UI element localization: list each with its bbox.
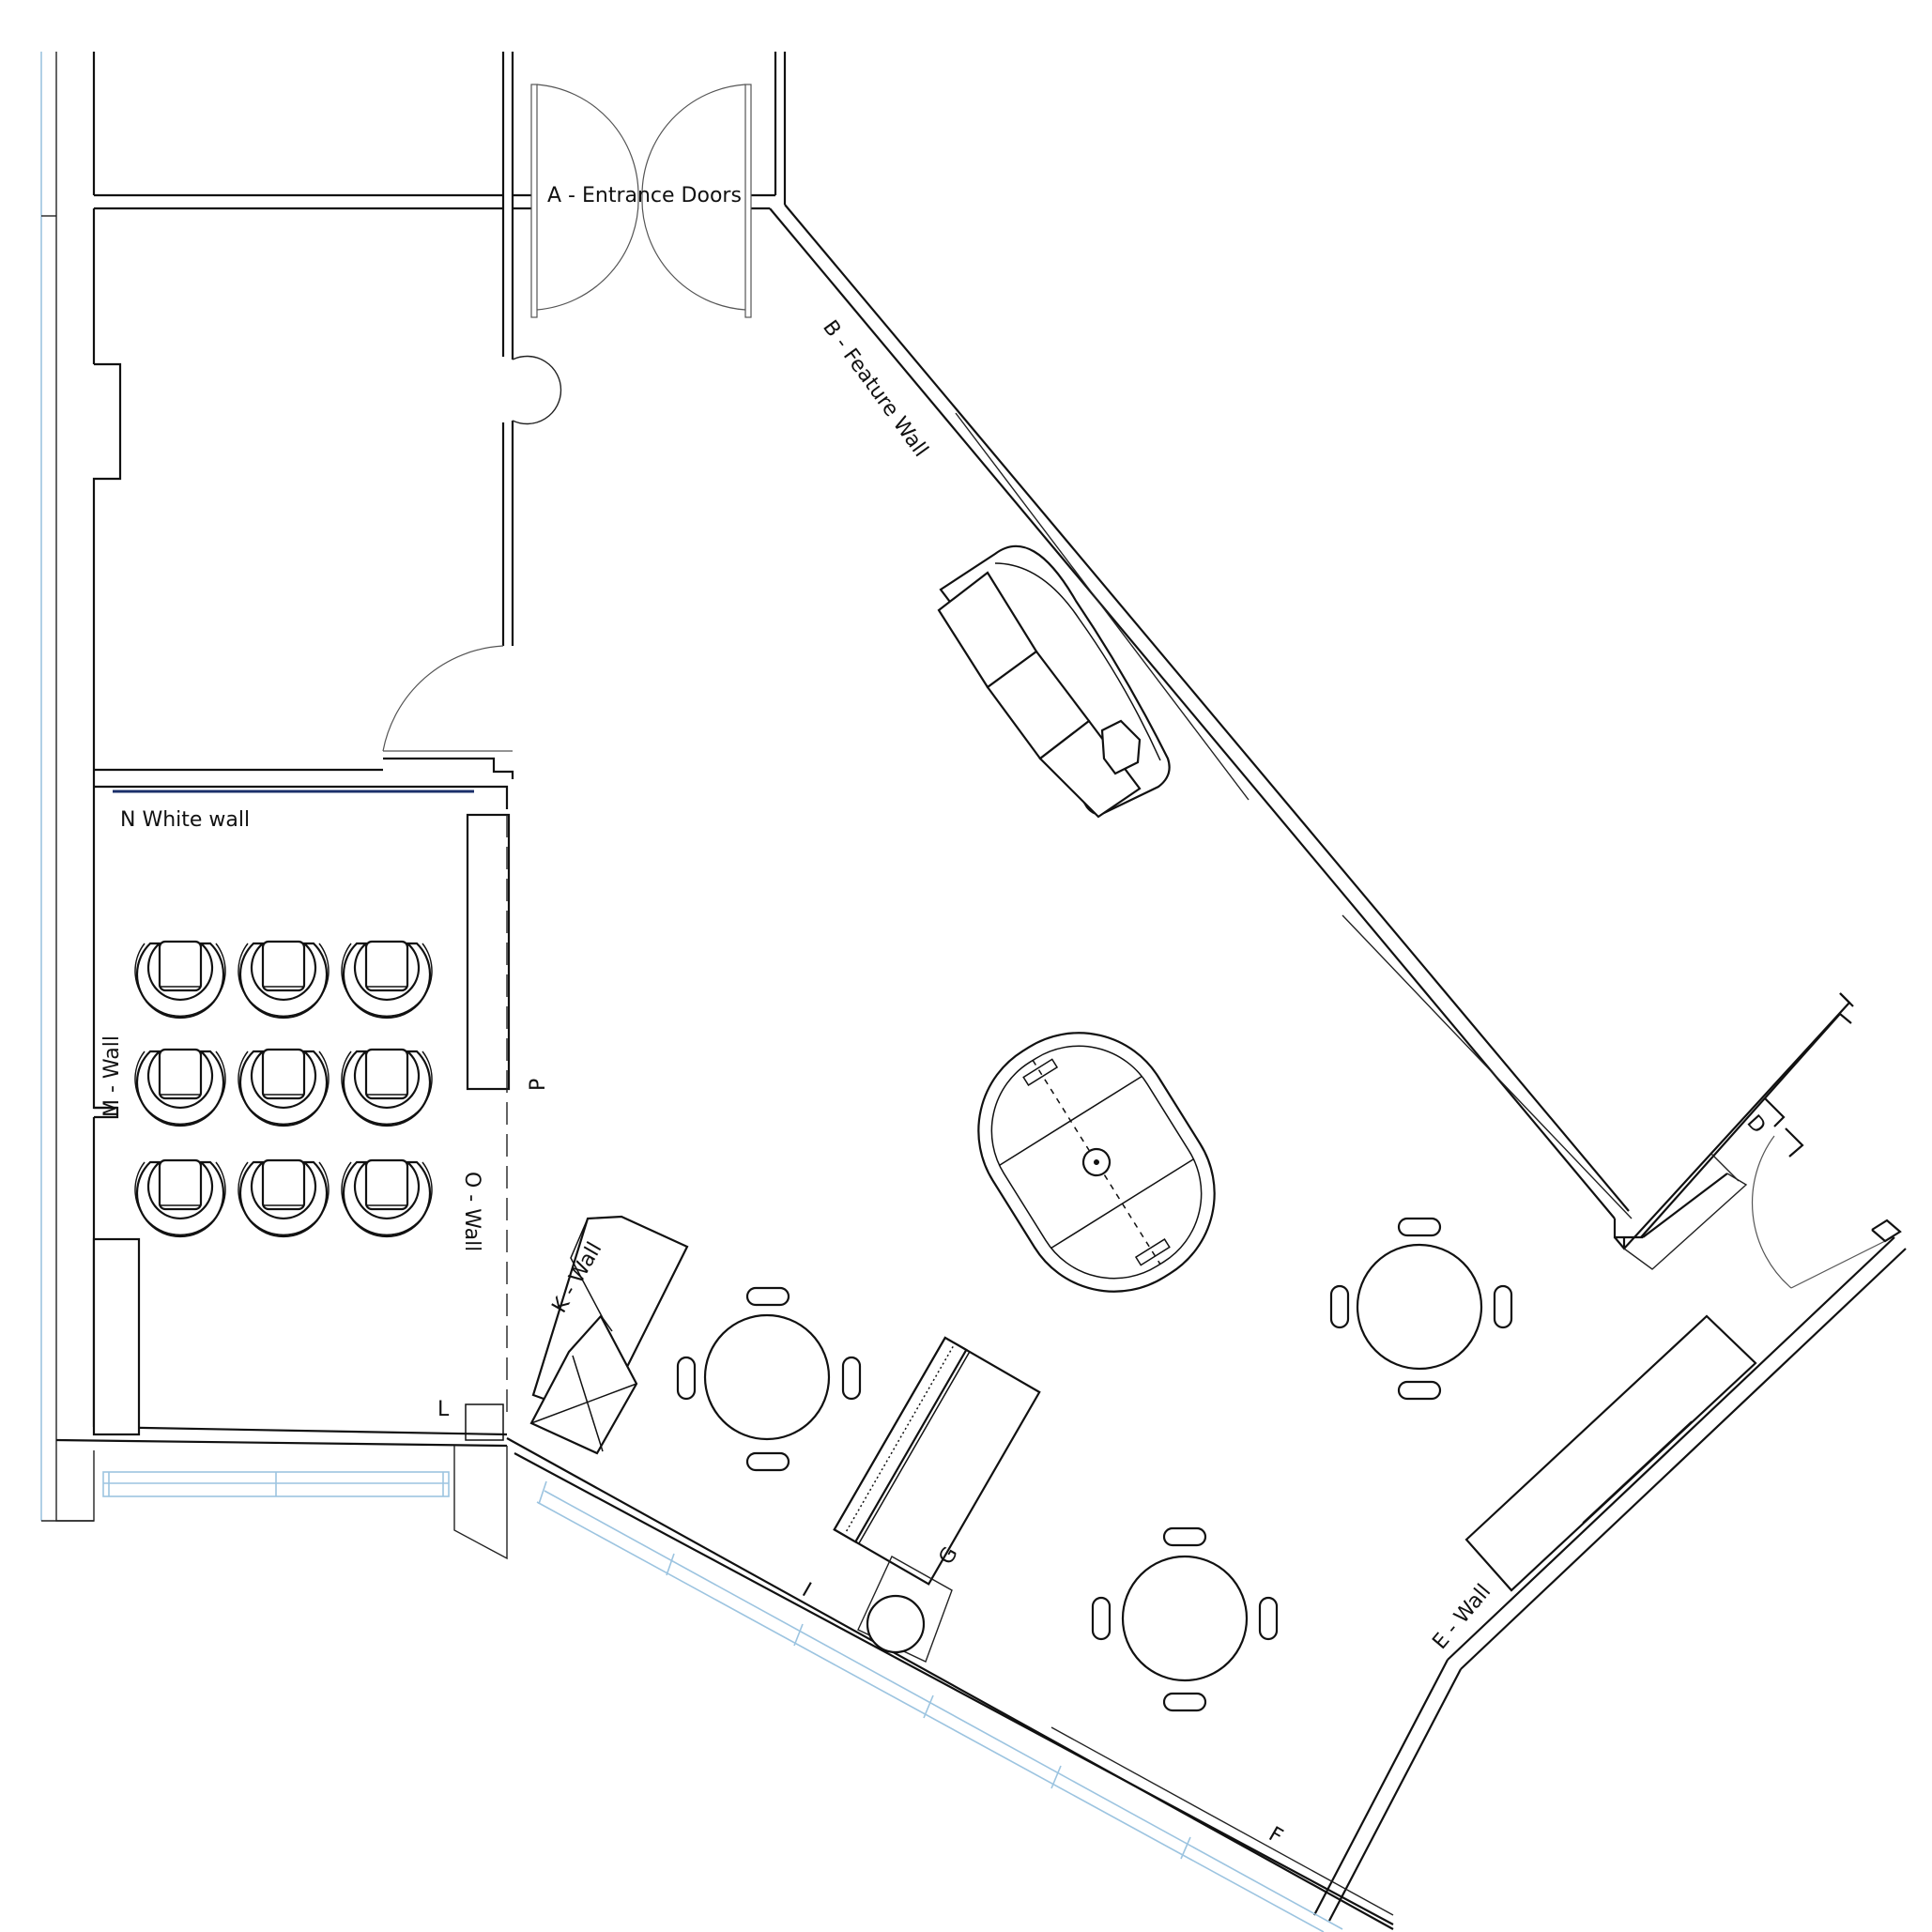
feature-wall: B - Feature Wall xyxy=(769,204,1643,1239)
e-wall-counter xyxy=(1464,1314,1757,1592)
left-outer-wall xyxy=(40,52,122,1522)
p-wall-counter xyxy=(466,813,511,1091)
bottom-left-window-wall xyxy=(55,1425,508,1560)
sofa xyxy=(937,544,1171,819)
column-round xyxy=(512,355,562,425)
label-i: I xyxy=(798,1579,815,1602)
armchair xyxy=(133,1158,227,1238)
armchair xyxy=(237,1048,330,1127)
oval-table xyxy=(977,1032,1216,1293)
label-o-wall: O - Wall xyxy=(460,1172,483,1251)
label-m-wall: M - Wall xyxy=(100,1035,124,1117)
l-column xyxy=(465,1403,504,1441)
sofa-cushion xyxy=(1100,719,1142,775)
armchair xyxy=(340,1048,434,1127)
piano xyxy=(833,1336,1041,1586)
label-f: F xyxy=(1265,1823,1286,1849)
armchair xyxy=(133,1048,227,1127)
round-table-left xyxy=(676,1286,862,1472)
m-wall-bench xyxy=(92,1237,141,1436)
armchair xyxy=(237,940,330,1020)
armchair xyxy=(340,940,434,1020)
label-l: L xyxy=(437,1398,450,1421)
label-p: P xyxy=(527,1079,550,1091)
round-table-bottom xyxy=(1091,1526,1279,1712)
armchair xyxy=(340,1158,434,1238)
label-entrance-doors: A - Entrance Doors xyxy=(547,184,742,207)
armchair xyxy=(237,1158,330,1238)
bottom-window-wall: I F xyxy=(506,1437,1394,1932)
label-n-white-wall: N White wall xyxy=(120,808,250,832)
top-left-rooms xyxy=(94,52,562,809)
k-wall-box xyxy=(529,1314,638,1455)
door-left-room[interactable] xyxy=(382,645,513,752)
seating-room: N White wall P O - Wall M - Wall L xyxy=(92,790,550,1441)
round-table-right xyxy=(1329,1217,1513,1401)
d-alcove: D xyxy=(1614,992,1894,1289)
label-e-wall: E - Wall xyxy=(1428,1580,1495,1654)
piano-stool xyxy=(866,1594,926,1654)
entrance-doors[interactable]: A - Entrance Doors xyxy=(513,52,787,318)
armchair xyxy=(133,940,227,1020)
k-wall-cabinet: K - Wall xyxy=(529,1215,689,1455)
armchair-grid xyxy=(133,940,434,1238)
label-feature-wall: B - Feature Wall xyxy=(818,316,932,462)
sofa-seat xyxy=(1038,719,1142,819)
